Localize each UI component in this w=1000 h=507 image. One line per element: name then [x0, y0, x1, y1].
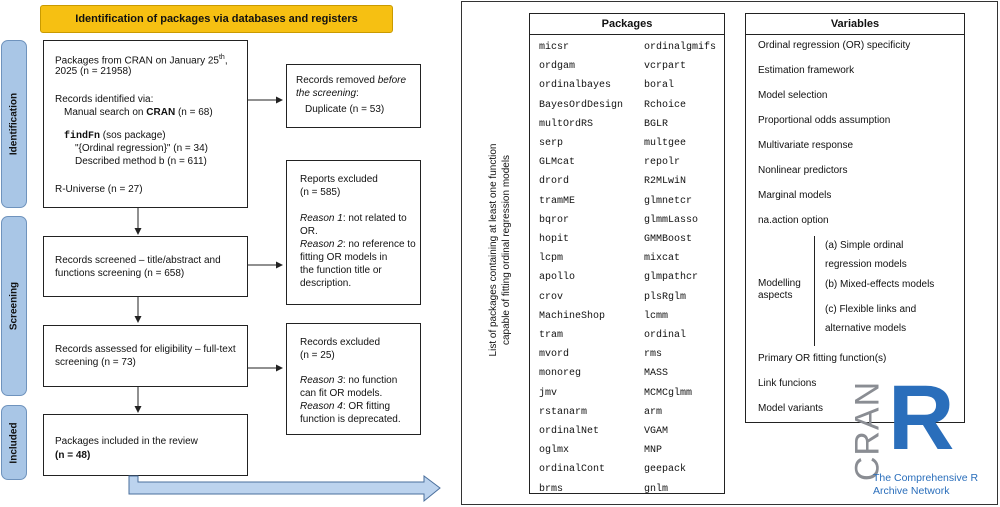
variable-item: Model variants	[758, 403, 824, 414]
title-text: Identification of packages via databases…	[75, 13, 358, 25]
package-item: crov	[539, 291, 564, 303]
package-item: tramME	[539, 195, 576, 207]
cran-packages-line: Packages from CRAN on January 25th,	[55, 54, 228, 67]
package-item: MASS	[644, 368, 669, 380]
findfn-line: findFn (sos package)	[64, 130, 166, 142]
package-item: glmmLasso	[644, 214, 699, 226]
variable-item: Model selection	[758, 90, 828, 101]
records-identified-label: Records identified via:	[55, 94, 154, 105]
variable-item: Marginal models	[758, 190, 832, 201]
modelling-aspects-label: Modelling aspects	[758, 278, 801, 301]
package-item: MachineShop	[539, 310, 606, 322]
variable-item: Proportional odds assumption	[758, 115, 891, 126]
package-item: micsr	[539, 42, 570, 53]
package-item: VGAM	[644, 426, 669, 437]
variable-item: na.action option	[758, 215, 829, 226]
package-item: ordinalCont	[539, 464, 606, 476]
package-item: rstanarm	[539, 406, 588, 418]
package-item: gnlm	[644, 483, 669, 495]
r-logo-letter: R	[888, 367, 955, 469]
phase-screening: Screening	[1, 216, 27, 396]
package-item: arm	[644, 406, 663, 418]
package-item: mvord	[539, 349, 570, 361]
package-item: BGLR	[644, 118, 669, 130]
screened-box: Records screened – title/abstract and fu…	[43, 236, 248, 297]
package-item: ordinalgmifs	[644, 42, 717, 53]
duplicate-count: Duplicate (n = 53)	[305, 104, 385, 115]
package-item: ordinal	[644, 330, 687, 341]
package-item: glmpathcr	[644, 272, 699, 284]
cran-tagline: The Comprehensive R Archive Network	[873, 472, 979, 497]
package-item: R2MLwiN	[644, 176, 687, 188]
package-item: mixcat	[644, 253, 681, 265]
vertical-list-label: List of packages containing at least one…	[488, 143, 512, 357]
package-item: apollo	[539, 272, 576, 284]
package-item: hopit	[539, 234, 570, 245]
modelling-bracket	[814, 236, 815, 346]
package-item: jmv	[539, 387, 558, 399]
package-item: geepack	[644, 464, 687, 476]
package-item: repolr	[644, 157, 681, 169]
packages-header: Packages	[601, 18, 653, 30]
package-item: BayesOrdDesign	[539, 99, 624, 111]
package-item: multgee	[644, 138, 687, 149]
title-banner: Identification of packages via databases…	[40, 5, 393, 33]
runiverse-line: R-Universe (n = 27)	[55, 184, 143, 195]
package-item: lcmm	[644, 310, 669, 322]
cran-count: 2025 (n = 21958)	[55, 66, 132, 77]
flow-connectors	[134, 96, 283, 413]
package-item: ordgam	[539, 61, 576, 73]
package-item: tram	[539, 330, 564, 341]
package-item: MNP	[644, 445, 663, 457]
package-item: GMMBoost	[644, 234, 693, 245]
package-item: serp	[539, 138, 564, 149]
eligibility-box: Records assessed for eligibility – full-…	[43, 325, 248, 387]
package-item: glmnetcr	[644, 195, 693, 207]
package-item: MCMCglmm	[644, 387, 693, 399]
package-item: GLMcat	[539, 157, 576, 169]
reports-excluded-box: Reports excluded (n = 585) Reason 1: not…	[286, 160, 421, 305]
package-item: ordinalbayes	[539, 80, 612, 92]
package-item: Rchoice	[644, 99, 687, 111]
phase-identification: Identification	[1, 40, 27, 208]
package-item: brms	[539, 483, 564, 495]
variable-item: Nonlinear predictors	[758, 165, 848, 176]
big-arrow-icon	[128, 475, 441, 503]
records-excluded-box: Records excluded (n = 25) Reason 3: no f…	[286, 323, 421, 435]
variables-table: Variables Ordinal regression (OR) specif…	[745, 13, 965, 423]
package-item: rms	[644, 349, 663, 361]
package-item: drord	[539, 176, 570, 188]
package-item: monoreg	[539, 368, 582, 380]
package-item: vcrpart	[644, 61, 687, 73]
variable-item: Ordinal regression (OR) specificity	[758, 40, 911, 51]
variable-item: Multivariate response	[758, 140, 854, 151]
package-item: boral	[644, 80, 675, 92]
ordinal-query-line: "{Ordinal regression}" (n = 34)	[75, 143, 209, 154]
package-item: bqror	[539, 214, 570, 226]
variables-header: Variables	[830, 18, 880, 30]
package-item: multOrdRS	[539, 118, 594, 130]
modelling-sub-b: (b) Mixed-effects models	[825, 279, 935, 290]
package-item: lcpm	[539, 253, 564, 265]
removed-box: Records removed before the screening: Du…	[286, 64, 421, 128]
variable-item: Estimation framework	[758, 65, 855, 76]
variable-item: Primary OR fitting function(s)	[758, 353, 887, 364]
included-box: Packages included in the review (n = 48)	[43, 414, 248, 476]
manual-search-line: Manual search on CRAN (n = 68)	[64, 107, 213, 118]
method-b-line: Described method b (n = 611)	[75, 156, 207, 167]
variable-item: Link funcions	[758, 378, 817, 389]
cran-logo-text: CRAN	[848, 380, 887, 482]
package-item: ordinalNet	[539, 426, 600, 437]
package-item: oglmx	[539, 445, 570, 457]
modelling-sub-c: (c) Flexible links and alternative model…	[825, 304, 917, 334]
identification-box: Packages from CRAN on January 25th, 2025…	[43, 40, 248, 208]
package-item: plsRglm	[644, 291, 687, 303]
modelling-sub-a: (a) Simple ordinal regression models	[825, 240, 907, 270]
phase-included: Included	[1, 405, 27, 480]
